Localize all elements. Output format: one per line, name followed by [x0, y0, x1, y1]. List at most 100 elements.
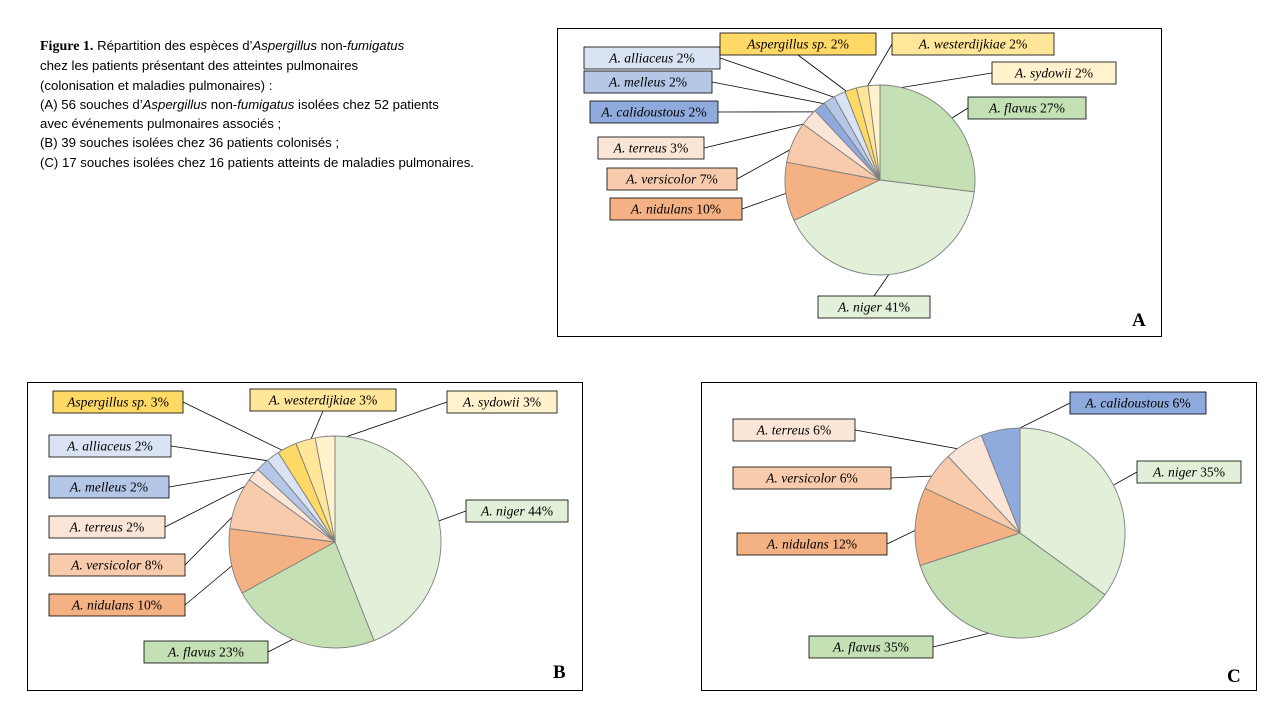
data-label-box-flavus: [143, 640, 269, 664]
data-label-percent: 7%: [696, 172, 718, 187]
data-label-nidulans: A. nidulans 10%: [630, 202, 721, 217]
data-label-box-nidulans: [48, 593, 186, 617]
data-label-percent: 2%: [127, 480, 149, 495]
data-label-percent: 12%: [829, 537, 857, 552]
data-label-species: A. nidulans: [766, 537, 829, 552]
data-label-box-terreus: [48, 515, 166, 539]
data-label-box-versicolor: [48, 553, 186, 577]
data-label-percent: 41%: [882, 300, 910, 315]
data-label-percent: 2%: [666, 75, 688, 90]
leader-line-alliaceus: [170, 445, 278, 463]
data-label-box-niger: [817, 295, 931, 319]
pie-chart-a: A. flavus 27% A. niger 41% A. nidulans 10%…: [583, 32, 1117, 319]
data-label-box-aspergillus_sp: [719, 32, 877, 56]
data-label-sydowii: A. sydowii 2%: [1014, 66, 1093, 81]
data-label-nidulans: A. nidulans 10%: [71, 598, 162, 613]
data-label-species: A. versicolor: [765, 471, 837, 486]
data-label-versicolor: A. versicolor 8%: [70, 558, 163, 573]
caption-line-5: avec événements pulmonaires associés ;: [40, 116, 282, 132]
caption-line-4: (A) 56 souches d’Aspergillus non-fumigat…: [40, 95, 540, 114]
data-label-box-niger: [1136, 460, 1242, 484]
leader-line-alliaceus: [719, 57, 843, 101]
pie-chart-b: A. niger 44% A. flavus 23% A. nidulans 10%…: [48, 388, 569, 664]
data-label-box-flavus: [808, 635, 934, 659]
pie-chart-c: A. niger 35% A. flavus 35% A. nidulans 12%…: [732, 391, 1242, 659]
data-label-box-flavus: [967, 96, 1087, 120]
caption-text: non-: [207, 96, 238, 112]
data-label-box-sydowii: [446, 390, 558, 414]
data-label-niger: A. niger 35%: [1152, 465, 1225, 480]
leader-line-westerdijkiae: [863, 43, 893, 94]
data-label-species: A. nidulans: [630, 202, 693, 217]
data-label-percent: 2%: [1072, 66, 1094, 81]
pie-slice-niger: [793, 179, 975, 276]
data-label-percent: 23%: [216, 645, 244, 660]
panel-letter-a: A: [1132, 310, 1146, 331]
data-label-box-nidulans: [736, 532, 888, 556]
data-label-species: A. niger: [1152, 465, 1198, 480]
data-label-species: A. flavus: [988, 101, 1037, 116]
data-label-flavus: A. flavus 23%: [167, 645, 244, 660]
data-label-nidulans: A. nidulans 12%: [766, 537, 857, 552]
pie-slice-sydowii: [867, 84, 881, 181]
chart-panel-c: A. niger 35% A. flavus 35% A. nidulans 12%…: [701, 382, 1257, 691]
caption-text: (A) 56 souches d’: [40, 96, 143, 112]
data-label-percent: 35%: [881, 640, 909, 655]
caption-italic: Aspergillus: [252, 38, 317, 53]
data-label-species: A. westerdijkiae: [918, 37, 1006, 52]
data-label-percent: 2%: [131, 439, 153, 454]
data-label-species: A. terreus: [69, 520, 123, 535]
data-label-species: A. versicolor: [625, 172, 697, 187]
data-label-alliaceus: A. alliaceus 2%: [608, 51, 695, 66]
data-label-species: A. westerdijkiae: [268, 393, 356, 408]
data-label-calidoustous: A. calidoustous 6%: [1084, 396, 1190, 411]
caption-italic: fumigatus: [237, 96, 295, 112]
figure-label: Figure 1.: [40, 39, 94, 54]
pie-slice-sydowii: [314, 435, 336, 543]
chart-panel-a: A. flavus 27% A. niger 41% A. nidulans 10%…: [557, 28, 1162, 337]
data-label-species: A. flavus: [832, 640, 881, 655]
data-label-box-alliaceus: [583, 46, 721, 70]
data-label-percent: 2%: [1006, 37, 1028, 52]
data-label-niger: A. niger 41%: [837, 300, 910, 315]
data-label-westerdijkiae: A. westerdijkiae 3%: [268, 393, 378, 408]
data-label-box-calidoustous: [589, 100, 719, 124]
leader-line-terreus: [854, 429, 968, 451]
data-label-species: Aspergillus sp.: [746, 37, 827, 52]
caption-line-7: (C) 17 souches isolées chez 16 patients …: [40, 154, 474, 170]
data-label-species: A. niger: [480, 504, 526, 519]
data-label-species: Aspergillus sp.: [66, 395, 147, 410]
data-label-box-versicolor: [606, 167, 738, 191]
pie-slice-flavus: [241, 541, 375, 649]
data-label-percent: 3%: [667, 141, 689, 156]
data-label-percent: 3%: [147, 395, 169, 410]
data-label-species: A. nidulans: [71, 598, 134, 613]
data-label-box-westerdijkiae: [249, 388, 397, 412]
leader-line-terreus: [164, 478, 260, 528]
data-label-box-aspergillus_sp: [52, 390, 184, 414]
data-label-versicolor: A. versicolor 6%: [765, 471, 858, 486]
data-label-flavus: A. flavus 27%: [988, 101, 1065, 116]
pie-slice-flavus: [919, 532, 1106, 639]
data-label-percent: 3%: [520, 395, 542, 410]
data-label-alliaceus: A. alliaceus 2%: [66, 439, 153, 454]
data-label-species: A. flavus: [167, 645, 216, 660]
leader-line-versicolor: [736, 144, 800, 180]
pie-slice-nidulans: [914, 487, 1022, 567]
data-label-species: A. terreus: [613, 141, 667, 156]
data-label-percent: 2%: [673, 51, 695, 66]
data-label-box-melleus: [48, 475, 170, 499]
data-label-percent: 6%: [1169, 396, 1191, 411]
caption-text: non-: [317, 38, 348, 53]
data-label-box-sydowii: [991, 61, 1117, 85]
data-label-percent: 44%: [525, 504, 553, 519]
data-label-melleus: A. melleus 2%: [69, 480, 148, 495]
data-label-box-alliaceus: [48, 434, 172, 458]
pie-slice-calidoustous: [980, 427, 1021, 534]
caption-text: Répartition des espèces d’: [93, 38, 253, 53]
data-label-species: A. calidoustous: [1084, 396, 1169, 411]
data-label-species: A. calidoustous: [600, 105, 685, 120]
data-label-box-niger: [465, 499, 569, 523]
leader-line-nidulans: [741, 190, 793, 210]
data-label-species: A. versicolor: [70, 558, 142, 573]
